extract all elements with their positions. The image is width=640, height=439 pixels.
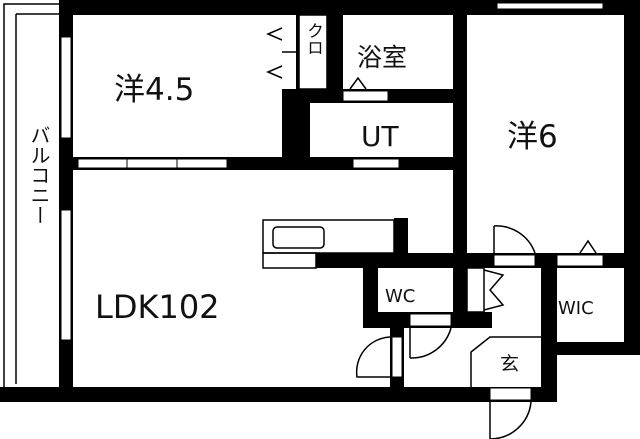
walls — [0, 0, 640, 402]
room-label-balcony: バルコニー — [27, 125, 51, 225]
room-label-wic: WIC — [558, 298, 594, 319]
room-label-entrance: 玄 — [500, 353, 519, 375]
room-label-ldk: LDK102 — [95, 288, 220, 326]
room-label-wc: WC — [385, 286, 415, 307]
room-label-western-6: 洋6 — [507, 119, 558, 155]
room-label-closet: クロ — [303, 22, 323, 56]
room-label-bathroom: 浴室 — [357, 43, 407, 72]
room-label-utility: UT — [361, 120, 399, 153]
room-label-western-4.5: 洋4.5 — [114, 72, 194, 108]
kitchen-counter — [262, 219, 395, 269]
doors — [266, 27, 597, 439]
